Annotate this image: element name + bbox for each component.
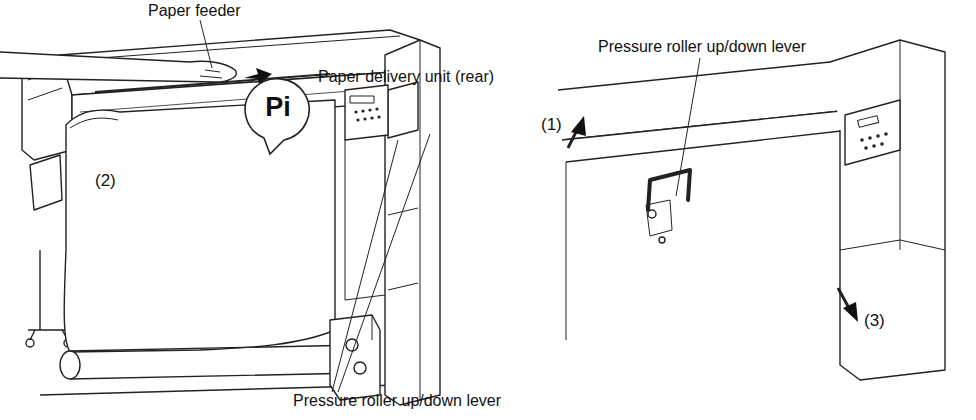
- callout-number: (3): [864, 312, 885, 330]
- callout-number: (2): [95, 172, 116, 190]
- bubble-text: Pi: [240, 92, 316, 122]
- callout-number: (1): [541, 116, 562, 134]
- part-label: Pressure roller up/down lever: [598, 38, 806, 56]
- speech-bubble: Pi: [240, 74, 316, 154]
- part-label: Pressure roller up/down lever: [293, 392, 501, 410]
- part-label: Paper feeder: [148, 2, 241, 20]
- part-label: Paper delivery unit (rear): [318, 68, 494, 86]
